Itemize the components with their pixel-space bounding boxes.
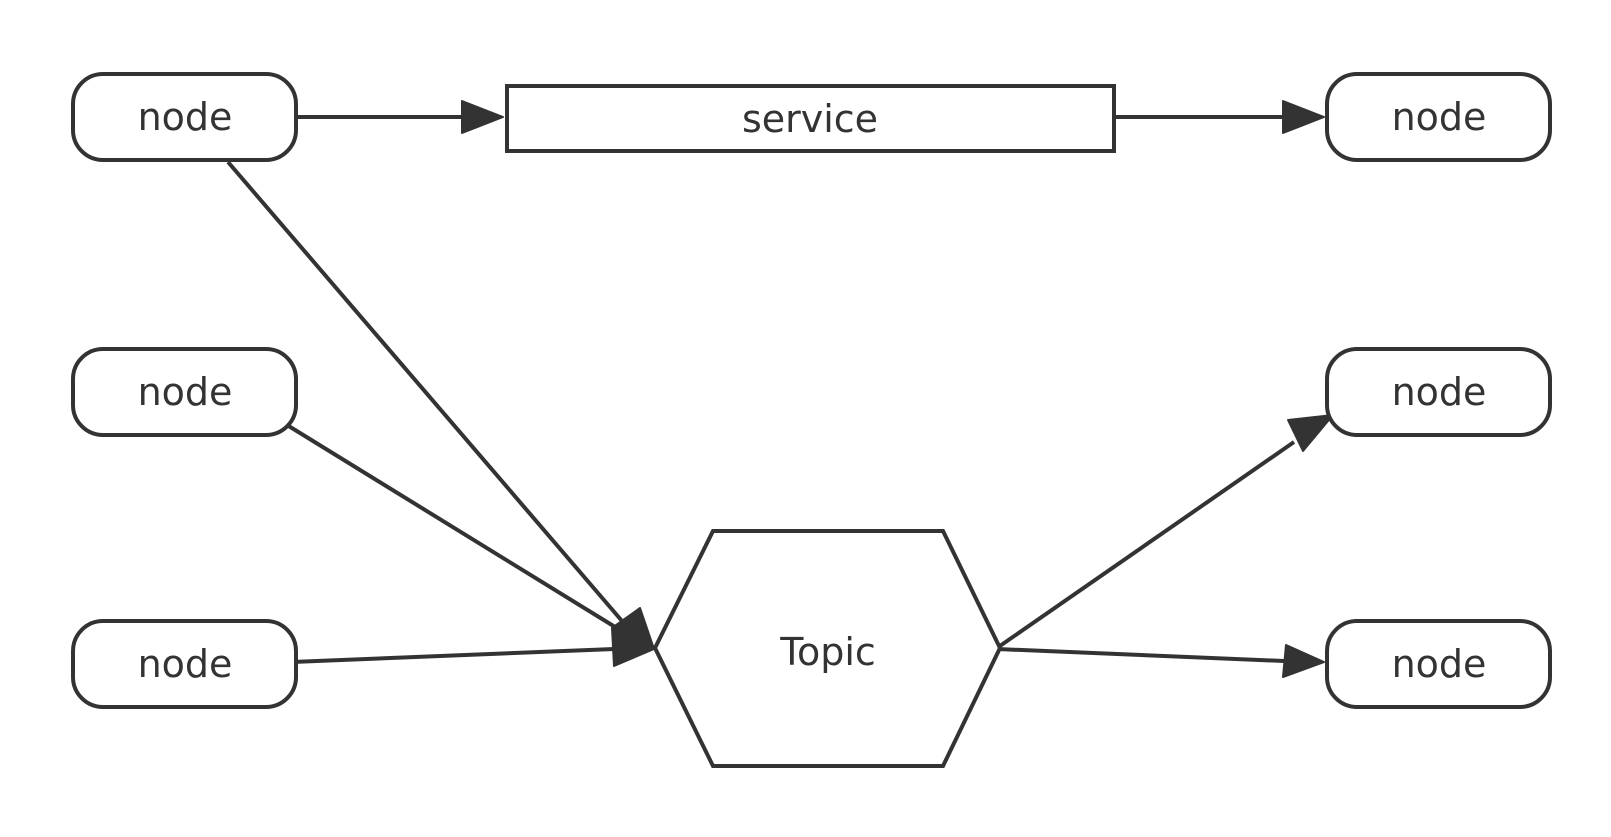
node-label: node xyxy=(1392,370,1487,414)
service-label: service xyxy=(742,97,878,141)
node-top-right[interactable]: node xyxy=(1325,72,1552,162)
node-middle-right[interactable]: node xyxy=(1325,347,1552,437)
arrowhead-service xyxy=(461,100,504,134)
edges xyxy=(226,100,1334,678)
service-box[interactable]: service xyxy=(505,84,1116,153)
edge-topic-to-node-br xyxy=(996,647,1285,663)
node-label: node xyxy=(1392,95,1487,139)
topic-label: Topic xyxy=(779,630,876,674)
node-label: node xyxy=(1392,642,1487,686)
topic-hexagon[interactable]: Topic xyxy=(652,529,1003,768)
node-bottom-right[interactable]: node xyxy=(1325,619,1552,709)
node-label: node xyxy=(138,370,233,414)
node-label: node xyxy=(138,642,233,686)
node-bottom-left[interactable]: node xyxy=(71,619,298,709)
node-label: node xyxy=(138,95,233,139)
node-top-left[interactable]: node xyxy=(71,72,298,162)
arrowhead-node-tr xyxy=(1282,100,1325,134)
arrowhead-node-br xyxy=(1282,644,1325,678)
arrowhead-topic xyxy=(611,607,655,667)
edge-topic-to-node-mr xyxy=(995,440,1296,650)
arrowhead-node-mr xyxy=(1287,414,1334,452)
edge-node-bl-to-topic xyxy=(291,647,615,664)
edge-node-tl-to-topic xyxy=(226,160,630,630)
edge-node-ml-to-topic xyxy=(285,423,622,632)
node-middle-left[interactable]: node xyxy=(71,347,298,437)
